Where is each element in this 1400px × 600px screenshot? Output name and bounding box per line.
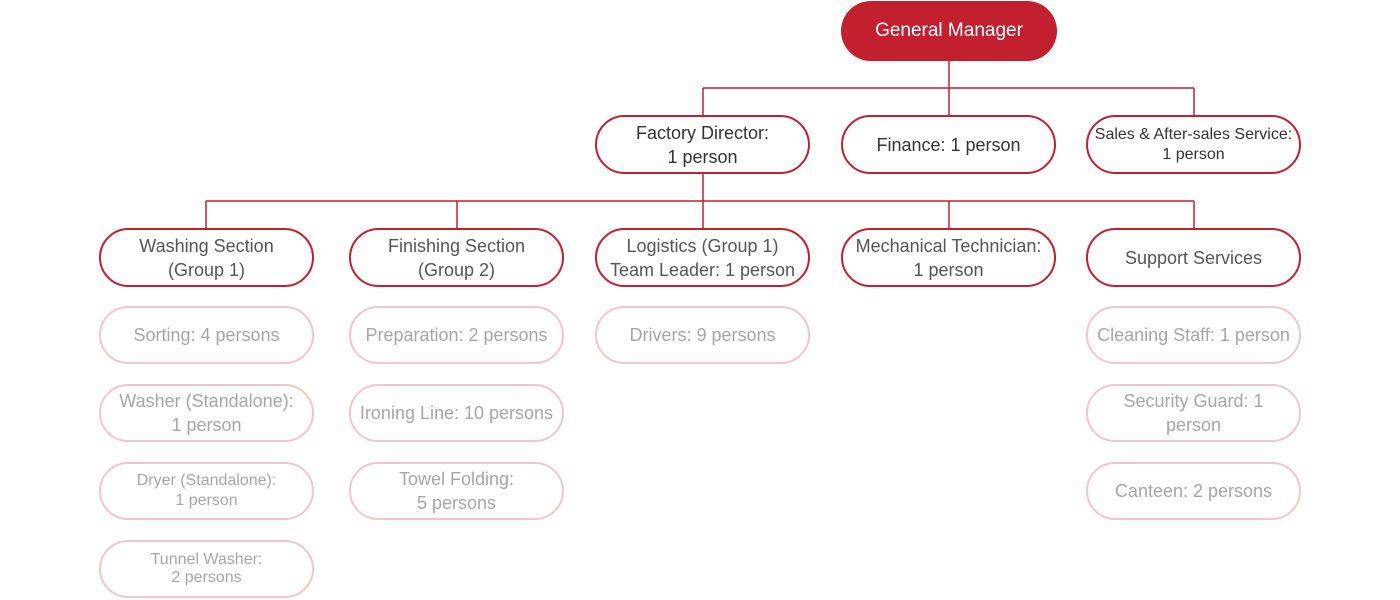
finance-node: Finance: 1 person	[841, 115, 1056, 174]
node-line: 1 person	[171, 415, 242, 435]
node-line: Sales & After-sales Service:	[1094, 125, 1293, 143]
finishing-item-node: Ironing Line: 10 persons	[349, 384, 564, 442]
node-line: 1 person	[1162, 145, 1225, 163]
node-line: (Group 1)	[167, 259, 246, 280]
logistics-node: Logistics (Group 1) Team Leader: 1 perso…	[595, 228, 810, 287]
node-line: Support Services	[1124, 247, 1263, 268]
support-item-node: Security Guard: 1 person	[1086, 384, 1301, 442]
node-line: Factory Director:	[635, 122, 770, 143]
washing-item-node: Washer (Standalone): 1 person	[99, 384, 314, 442]
node-line: Finishing Section	[387, 235, 526, 256]
support-services-node: Support Services	[1086, 228, 1301, 287]
sales-service-node: Sales & After-sales Service: 1 person	[1086, 115, 1301, 174]
node-line: 5 persons	[416, 493, 497, 513]
logistics-item-node: Drivers: 9 persons	[595, 306, 810, 364]
node-line: Finance: 1 person	[876, 134, 1021, 155]
node-line: Towel Folding:	[398, 469, 515, 489]
node-line: 1 person	[667, 146, 738, 167]
node-line: 1 person	[913, 259, 984, 280]
node-line: Security Guard: 1 person	[1123, 391, 1264, 435]
node-line: Team Leader: 1 person	[609, 259, 796, 280]
node-line: Sorting: 4 persons	[133, 325, 280, 345]
node-line: Dryer (Standalone):	[136, 472, 277, 489]
finishing-item-node: Towel Folding: 5 persons	[349, 462, 564, 520]
node-line: Logistics (Group 1)	[626, 235, 779, 256]
node-line: 2 persons	[171, 569, 242, 586]
node-line: Tunnel Washer:	[150, 551, 263, 568]
node-line: Ironing Line: 10 persons	[359, 403, 554, 423]
node-line: Washing Section	[139, 235, 274, 256]
node-line: Drivers: 9 persons	[629, 325, 776, 345]
factory-director-node: Factory Director: 1 person	[595, 115, 810, 174]
node-line: (Group 2)	[417, 259, 495, 280]
finishing-item-node: Preparation: 2 persons	[349, 306, 564, 364]
washing-item-node: Tunnel Washer: 2 persons	[99, 540, 314, 598]
node-line: 1 person	[175, 492, 238, 509]
general-manager-node: General Manager	[841, 1, 1057, 61]
node-line: Mechanical Technician:	[855, 235, 1042, 256]
washing-item-node: Dryer (Standalone): 1 person	[99, 462, 314, 520]
general-manager-label: General Manager	[875, 20, 1023, 41]
node-line: Preparation: 2 persons	[365, 325, 548, 345]
washing-section-node: Washing Section (Group 1)	[99, 228, 314, 287]
washing-item-node: Sorting: 4 persons	[99, 306, 314, 364]
node-line: Washer (Standalone):	[119, 391, 294, 411]
node-line: Cleaning Staff: 1 person	[1097, 325, 1290, 345]
mechanical-technician-node: Mechanical Technician: 1 person	[841, 228, 1056, 287]
support-item-node: Canteen: 2 persons	[1086, 462, 1301, 520]
node-line: Canteen: 2 persons	[1114, 481, 1273, 501]
finishing-section-node: Finishing Section (Group 2)	[349, 228, 564, 287]
support-item-node: Cleaning Staff: 1 person	[1086, 306, 1301, 364]
